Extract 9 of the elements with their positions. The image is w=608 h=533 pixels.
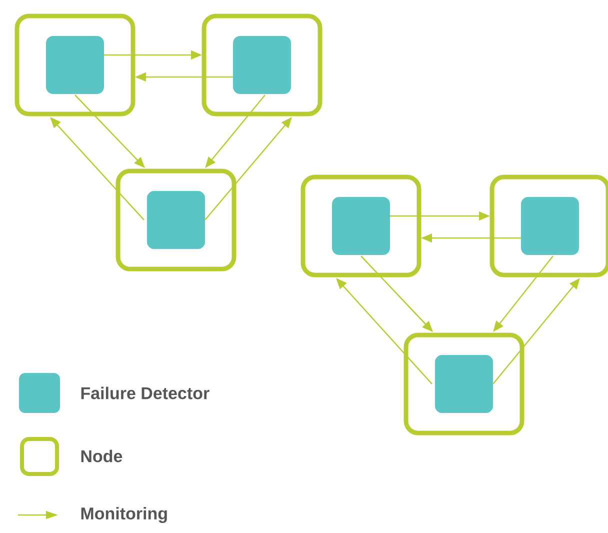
detector-square bbox=[233, 36, 291, 94]
legend-label: Node bbox=[81, 450, 122, 462]
detector-square bbox=[147, 191, 205, 249]
detector-square bbox=[46, 36, 104, 94]
legend-label: Failure Detector bbox=[81, 386, 210, 400]
detector-square bbox=[435, 355, 493, 413]
legend-label: Monitoring bbox=[81, 507, 167, 523]
detector-square bbox=[332, 197, 390, 255]
detector-square bbox=[521, 197, 579, 255]
